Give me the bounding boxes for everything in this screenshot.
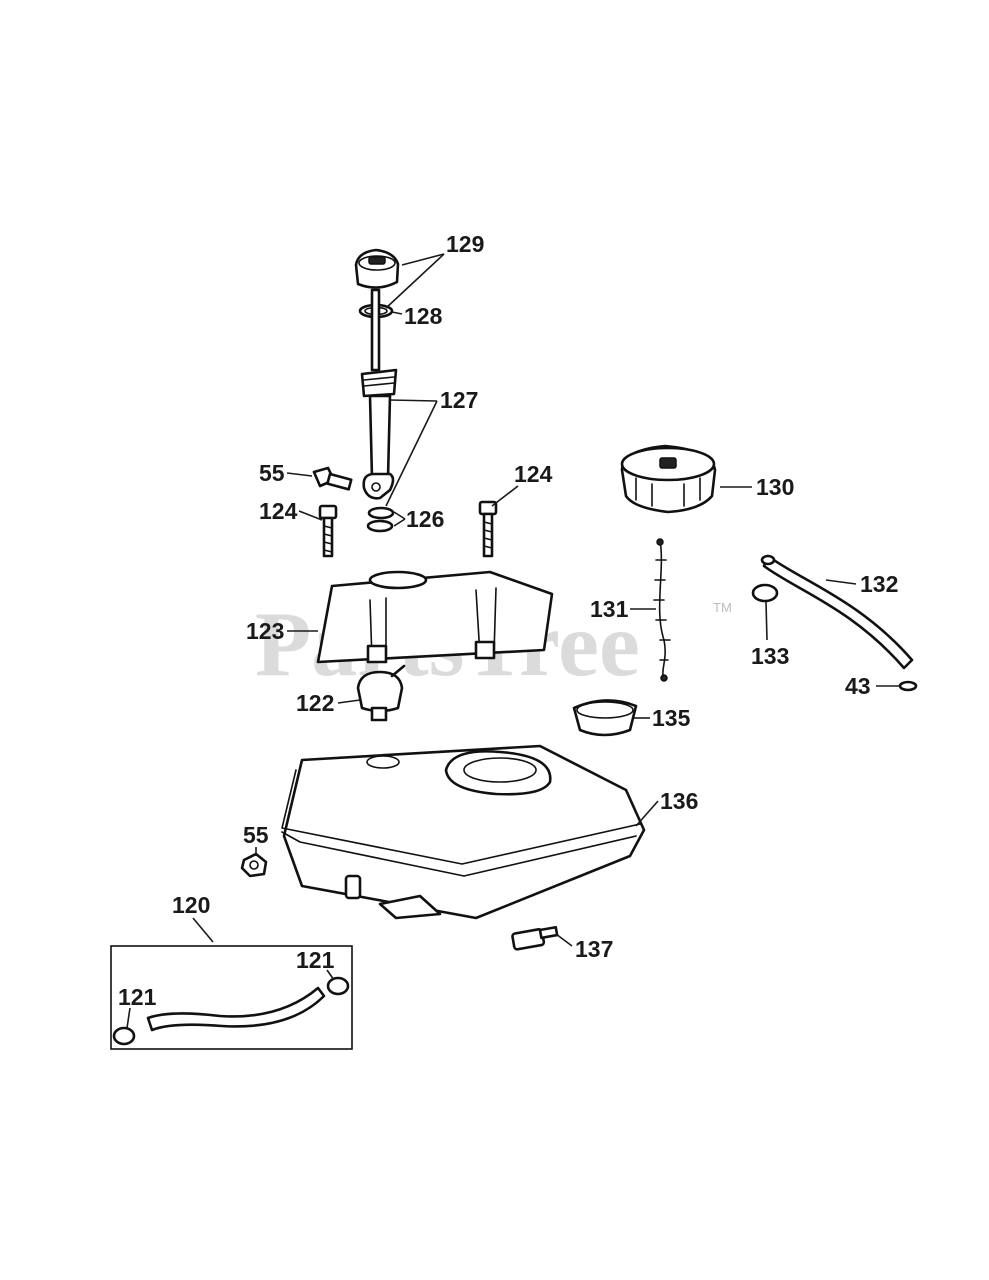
part-132-hose[interactable] xyxy=(760,554,914,670)
callout-124-right[interactable]: 124 xyxy=(514,461,553,487)
part-55-nut[interactable] xyxy=(240,852,268,878)
part-124-bolt-left[interactable] xyxy=(318,504,338,558)
callout-122[interactable]: 122 xyxy=(296,690,334,716)
part-129-dipstick-cap[interactable] xyxy=(354,248,400,289)
callout-55-upper[interactable]: 55 xyxy=(259,460,285,486)
dipstick-rod xyxy=(370,288,381,372)
part-124-bolt-right[interactable] xyxy=(478,500,498,558)
part-133-clamp[interactable] xyxy=(751,583,779,603)
watermark-trademark: TM xyxy=(713,600,732,615)
part-136-fuel-tank[interactable] xyxy=(281,744,646,920)
part-135-filter-screen[interactable] xyxy=(572,699,638,737)
callout-137[interactable]: 137 xyxy=(575,936,613,962)
callout-123[interactable]: 123 xyxy=(246,618,284,644)
callout-43[interactable]: 43 xyxy=(845,673,871,699)
callout-133[interactable]: 133 xyxy=(751,643,789,669)
callout-128[interactable]: 128 xyxy=(404,303,443,329)
callout-132[interactable]: 132 xyxy=(860,571,898,597)
callout-129[interactable]: 129 xyxy=(446,231,484,257)
callout-127[interactable]: 127 xyxy=(440,387,478,413)
callout-126[interactable]: 126 xyxy=(406,506,444,532)
part-120-fuel-line-kit[interactable] xyxy=(110,945,353,1050)
part-122-fuel-valve[interactable] xyxy=(356,664,406,722)
callout-135[interactable]: 135 xyxy=(652,705,691,731)
callout-131[interactable]: 131 xyxy=(590,596,629,622)
callout-55-lower[interactable]: 55 xyxy=(243,822,269,848)
part-137-drain-fitting[interactable] xyxy=(511,925,559,951)
callout-130[interactable]: 130 xyxy=(756,474,794,500)
part-127-fill-tube[interactable] xyxy=(360,368,398,500)
part-123-tank-shroud[interactable] xyxy=(316,570,554,664)
callout-124-left[interactable]: 124 xyxy=(259,498,298,524)
part-131-tether[interactable] xyxy=(653,538,671,682)
leader-lines xyxy=(126,253,900,1029)
callout-136[interactable]: 136 xyxy=(660,788,698,814)
callout-labels: 129 128 127 55 124 124 126 130 123 131 1… xyxy=(118,231,898,1010)
part-43-clip[interactable] xyxy=(898,680,918,692)
callout-121-left[interactable]: 121 xyxy=(118,984,157,1010)
part-126-o-rings[interactable] xyxy=(366,506,395,533)
callout-120[interactable]: 120 xyxy=(172,892,210,918)
part-55-bolt[interactable] xyxy=(312,466,353,491)
part-130-fuel-cap[interactable] xyxy=(620,444,717,514)
callout-121-right[interactable]: 121 xyxy=(296,947,335,973)
